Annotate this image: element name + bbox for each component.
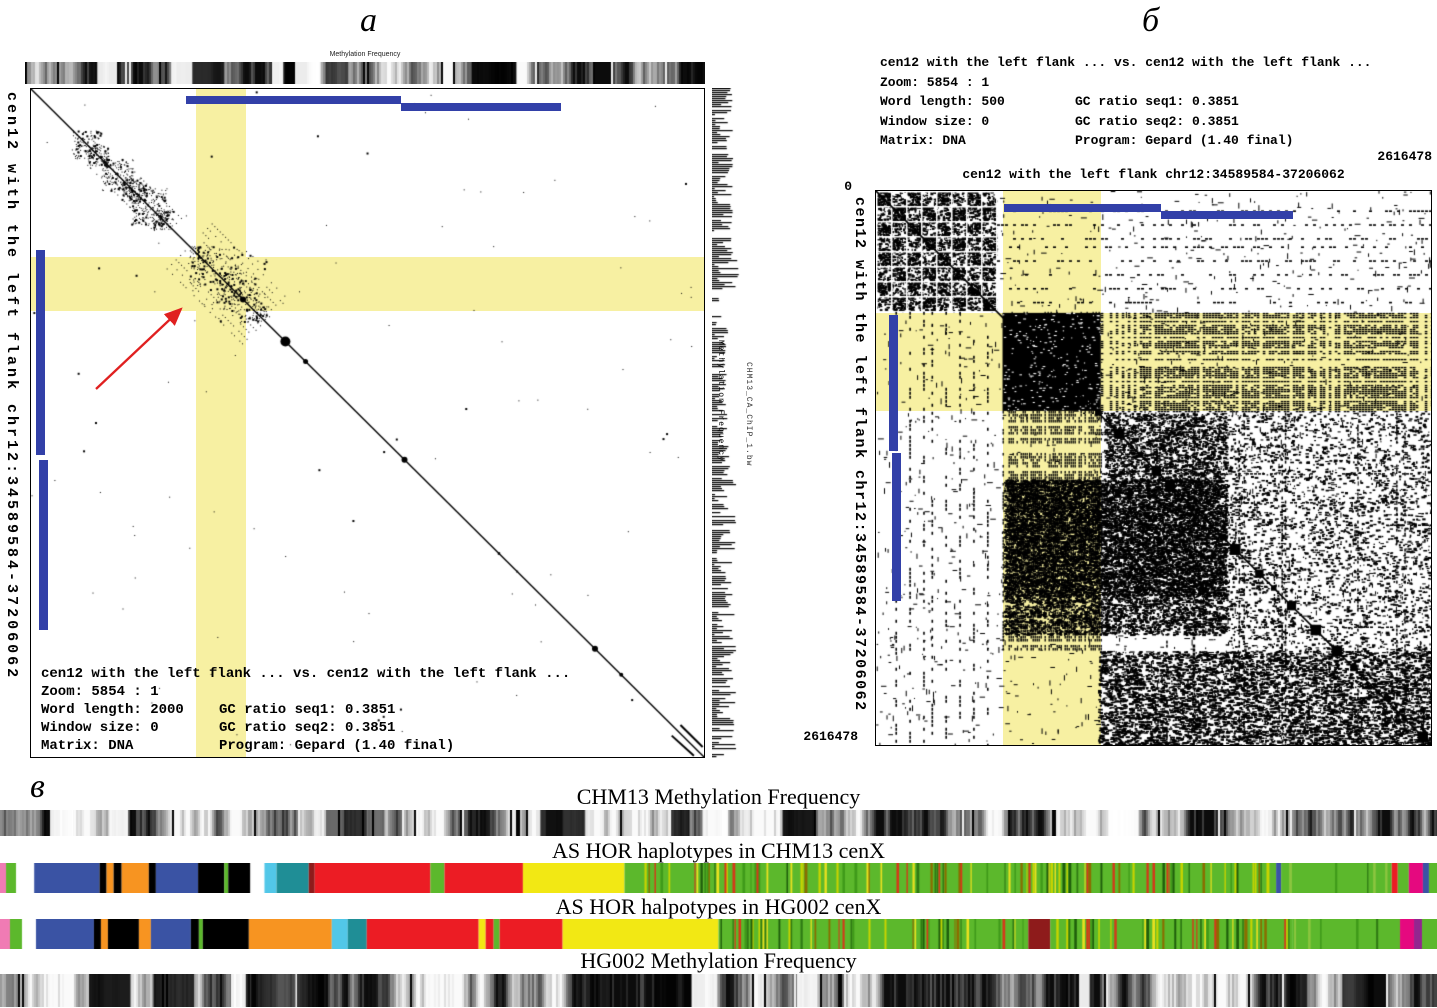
panel-b-gc-seq1: GC ratio seq1: 0.3851 — [1075, 94, 1239, 109]
panel-a-dotplot-canvas — [31, 89, 704, 757]
panel-a-info-row-3: Matrix: DNA Program: Gepard (1.40 final) — [41, 737, 570, 755]
panel-a-annotation-bar-left-1 — [36, 250, 45, 455]
track-chm13-haplotypes — [0, 863, 1437, 893]
panel-b-word-length: Word length: 500 — [880, 94, 1005, 109]
panel-a-info-matrix: Matrix: DNA — [41, 738, 134, 754]
panel-b-annotation-bar-left-1 — [889, 315, 898, 451]
track-label-chm13-methylation: CHM13 Methylation Frequency — [576, 784, 861, 809]
panel-b-header-row-3: Matrix: DNA Program: Gepard (1.40 final) — [880, 131, 1371, 151]
panel-b-header-row-1: Word length: 500 GC ratio seq1: 0.3851 — [880, 92, 1371, 112]
panel-a-y-axis-label: cen12 with the left flank chr12:34589584… — [3, 92, 20, 681]
panel-b-header: cen12 with the left flank ... vs. cen12 … — [880, 53, 1371, 151]
panel-b-program: Program: Gepard (1.40 final) — [1075, 133, 1294, 148]
track-chm13-methylation — [0, 810, 1437, 836]
panel-a-info-zoom: Zoom: 5854 : 1 — [41, 684, 159, 700]
panel-b-coord-top-right: 2616478 — [1377, 149, 1432, 164]
panel-b-annotation-bar-top-1 — [1004, 204, 1161, 212]
panel-a-annotation-bar-top-2 — [401, 103, 561, 111]
panel-a-annotation-bar-left-2 — [39, 460, 48, 630]
panel-a-info-program: Program: Gepard (1.40 final) — [219, 738, 455, 754]
panel-v-letter: в — [30, 768, 45, 805]
panel-b-gc-seq2: GC ratio seq2: 0.3851 — [1075, 113, 1239, 129]
panel-b-header-row-2: Window size: 0 GC ratio seq2: 0.3851 — [880, 112, 1371, 132]
panel-a-info-window-size: Window size: 0 — [41, 720, 159, 736]
panel-a-info-gc-seq2: GC ratio seq2: 0.3851 — [219, 720, 396, 736]
panel-a-info-block: cen12 with the left flank ... vs. cen12 … — [41, 665, 570, 755]
panel-b-dotplot-canvas — [876, 191, 1431, 745]
panel-b-coord-bottom-left: 2616478 — [803, 729, 858, 744]
panel-a-info-word-length: Word length: 2000 — [41, 702, 184, 718]
panel-a-top-track-title: Methylation Frequency — [329, 51, 401, 58]
panel-a-right-methylation-track — [712, 88, 742, 758]
panel-b-header-zoom: Zoom: 5854 : 1 — [880, 74, 990, 90]
panel-b-matrix: Matrix: DNA — [880, 133, 966, 148]
panel-b-window-size: Window size: 0 — [880, 113, 990, 129]
panel-a-letter: а — [360, 2, 377, 39]
panel-a-info-title: cen12 with the left flank ... vs. cen12 … — [41, 666, 571, 682]
track-hg002-haplotypes — [0, 919, 1437, 949]
track-label-hg002-methylation: HG002 Methylation Frequency — [580, 948, 857, 973]
panel-a-info-row-1: Word length: 2000 GC ratio seq1: 0.3851 — [41, 701, 570, 719]
panel-a-info-row-2: Window size: 0 GC ratio seq2: 0.3851 — [41, 719, 570, 737]
panel-a-right-track-title: Methylation Frequency — [716, 340, 725, 462]
panel-b-annotation-bar-top-2 — [1161, 211, 1293, 219]
red-arrow-annotation — [95, 307, 183, 390]
panel-b-coord-zero: 0 — [844, 179, 852, 194]
panel-b-dotplot — [875, 190, 1432, 746]
panel-b-y-axis-label: cen12 with the left flank chr12:34589584… — [851, 197, 868, 712]
panel-a-annotation-bar-top-1 — [186, 96, 401, 104]
panel-b-x-axis-title: cen12 with the left flank chr12:34589584… — [962, 167, 1345, 182]
panel-a-info-gc-seq1: GC ratio seq1: 0.3851 — [219, 702, 396, 718]
track-label-chm13-haplotypes: AS HOR haplotypes in CHM13 cenX — [551, 838, 886, 863]
panel-a-right-track-filename: CHM13_CA_ChIP_1.bw — [744, 362, 753, 467]
panel-a-top-methylation-track — [25, 62, 705, 84]
panel-b-header-title: cen12 with the left flank ... vs. cen12 … — [880, 55, 1372, 70]
panel-b-annotation-bar-left-2 — [892, 453, 901, 601]
panel-a-dotplot: cen12 with the left flank ... vs. cen12 … — [30, 88, 705, 758]
panel-b-letter: б — [1142, 2, 1160, 39]
track-label-hg002-haplotypes: AS HOR halpotypes in HG002 cenX — [555, 894, 882, 919]
track-hg002-methylation — [0, 974, 1437, 1007]
